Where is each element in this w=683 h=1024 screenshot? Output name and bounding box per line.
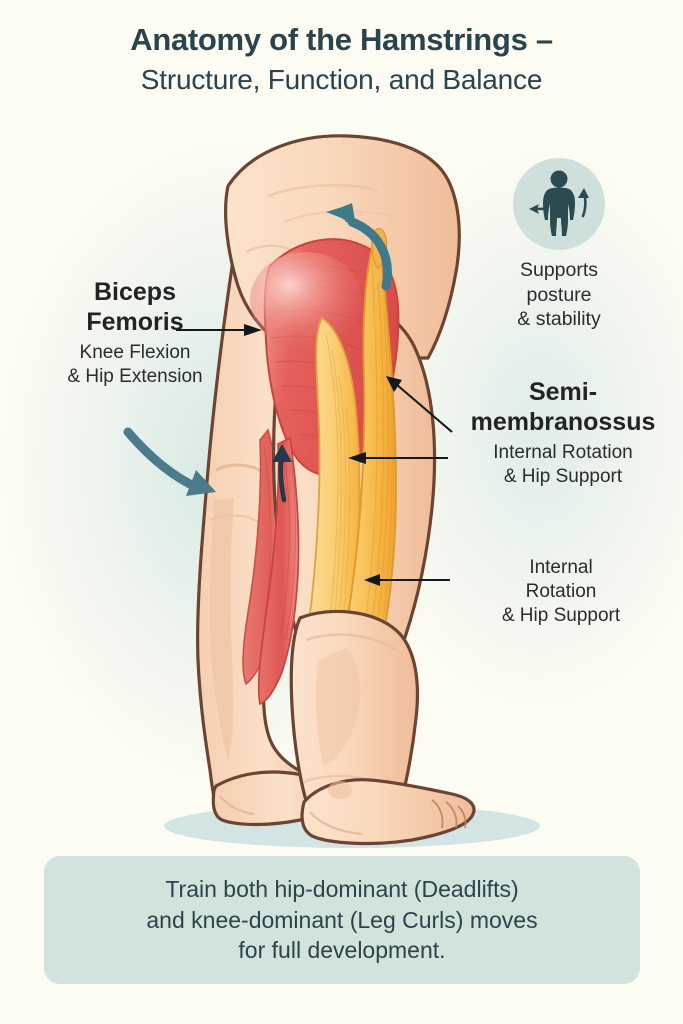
- semimembranosus-function: Internal Rotation & Hip Support: [452, 441, 674, 489]
- near-ankle-bone: [328, 781, 352, 799]
- posture-badge-caption: Supports posture & stability: [452, 258, 666, 332]
- near-foot-toes: [431, 799, 467, 829]
- hip-crease-3: [245, 244, 293, 253]
- posture-badge: Supports posture & stability: [452, 158, 666, 332]
- label-internal-rotation: Internal Rotation & Hip Support: [456, 556, 666, 628]
- pointer-semitendinosus: [348, 452, 448, 464]
- training-tip-callout: Train both hip-dominant (Deadlifts) and …: [44, 856, 640, 984]
- label-biceps-femoris: Biceps Femoris Knee Flexion & Hip Extens…: [30, 278, 240, 389]
- semimembranosus-function-line2: & Hip Support: [503, 465, 623, 487]
- biceps-femoris-name-line2: Femoris: [86, 307, 184, 336]
- biceps-femoris-name: Biceps Femoris: [30, 278, 240, 337]
- title-line-1: Anatomy of the Hamstrings –: [130, 22, 553, 57]
- posture-caption-line3: & stability: [517, 308, 601, 331]
- label-semimembranosus: Semi- membranossus Internal Rotation & H…: [452, 378, 674, 489]
- biceps-femoris-function-line2: & Hip Extension: [67, 365, 203, 387]
- knee-flexion-arrow: [272, 444, 292, 503]
- internal-rotation-function: Internal Rotation & Hip Support: [456, 556, 666, 628]
- glute-extension-arrow: [326, 203, 392, 291]
- hip-extension-arrow: [123, 427, 216, 496]
- near-lower-leg: [289, 609, 420, 816]
- posture-badge-circle: [513, 158, 605, 250]
- pointer-internal-rotation: [364, 574, 450, 586]
- far-calf-shade: [209, 498, 234, 760]
- page-title: Anatomy of the Hamstrings – Structure, F…: [0, 22, 683, 97]
- posture-caption-line2: posture: [526, 283, 592, 306]
- near-foot: [300, 778, 476, 846]
- internal-rotation-line2: Rotation: [525, 580, 597, 602]
- hip-crease-1: [267, 183, 379, 198]
- standing-person-stability-icon: [529, 170, 589, 236]
- near-calf-shade: [316, 648, 361, 766]
- far-heel-line: [219, 795, 255, 816]
- internal-rotation-line1: Internal: [529, 557, 593, 578]
- internal-rotation-line3: & Hip Support: [501, 604, 621, 626]
- near-heel-line: [309, 811, 363, 836]
- training-tip-line1: Train both hip-dominant (Deadlifts): [165, 876, 519, 903]
- pointer-semimembranosus: [386, 376, 453, 433]
- semimembranosus-function-line1: Internal Rotation: [493, 442, 633, 463]
- title-line-2: Structure, Function, and Balance: [140, 63, 543, 95]
- biceps-femoris-name-line1: Biceps: [94, 278, 176, 306]
- posture-caption-line1: Supports: [519, 259, 599, 281]
- training-tip-text: Train both hip-dominant (Deadlifts) and …: [124, 874, 559, 966]
- biceps-highlight: [250, 252, 362, 348]
- training-tip-line3: for full development.: [238, 937, 446, 964]
- biceps-femoris-function: Knee Flexion & Hip Extension: [30, 341, 240, 389]
- semimembranosus-name-line2: membranossus: [470, 407, 656, 436]
- pointer-biceps-femoris: [176, 324, 262, 336]
- biceps-femoris-function-line1: Knee Flexion: [79, 342, 191, 363]
- semimembranosus-name: Semi- membranossus: [452, 378, 674, 437]
- semimembranosus-name-line1: Semi-: [528, 378, 598, 406]
- near-knee-crease: [305, 633, 397, 652]
- training-tip-line2: and knee-dominant (Leg Curls) moves: [146, 906, 538, 933]
